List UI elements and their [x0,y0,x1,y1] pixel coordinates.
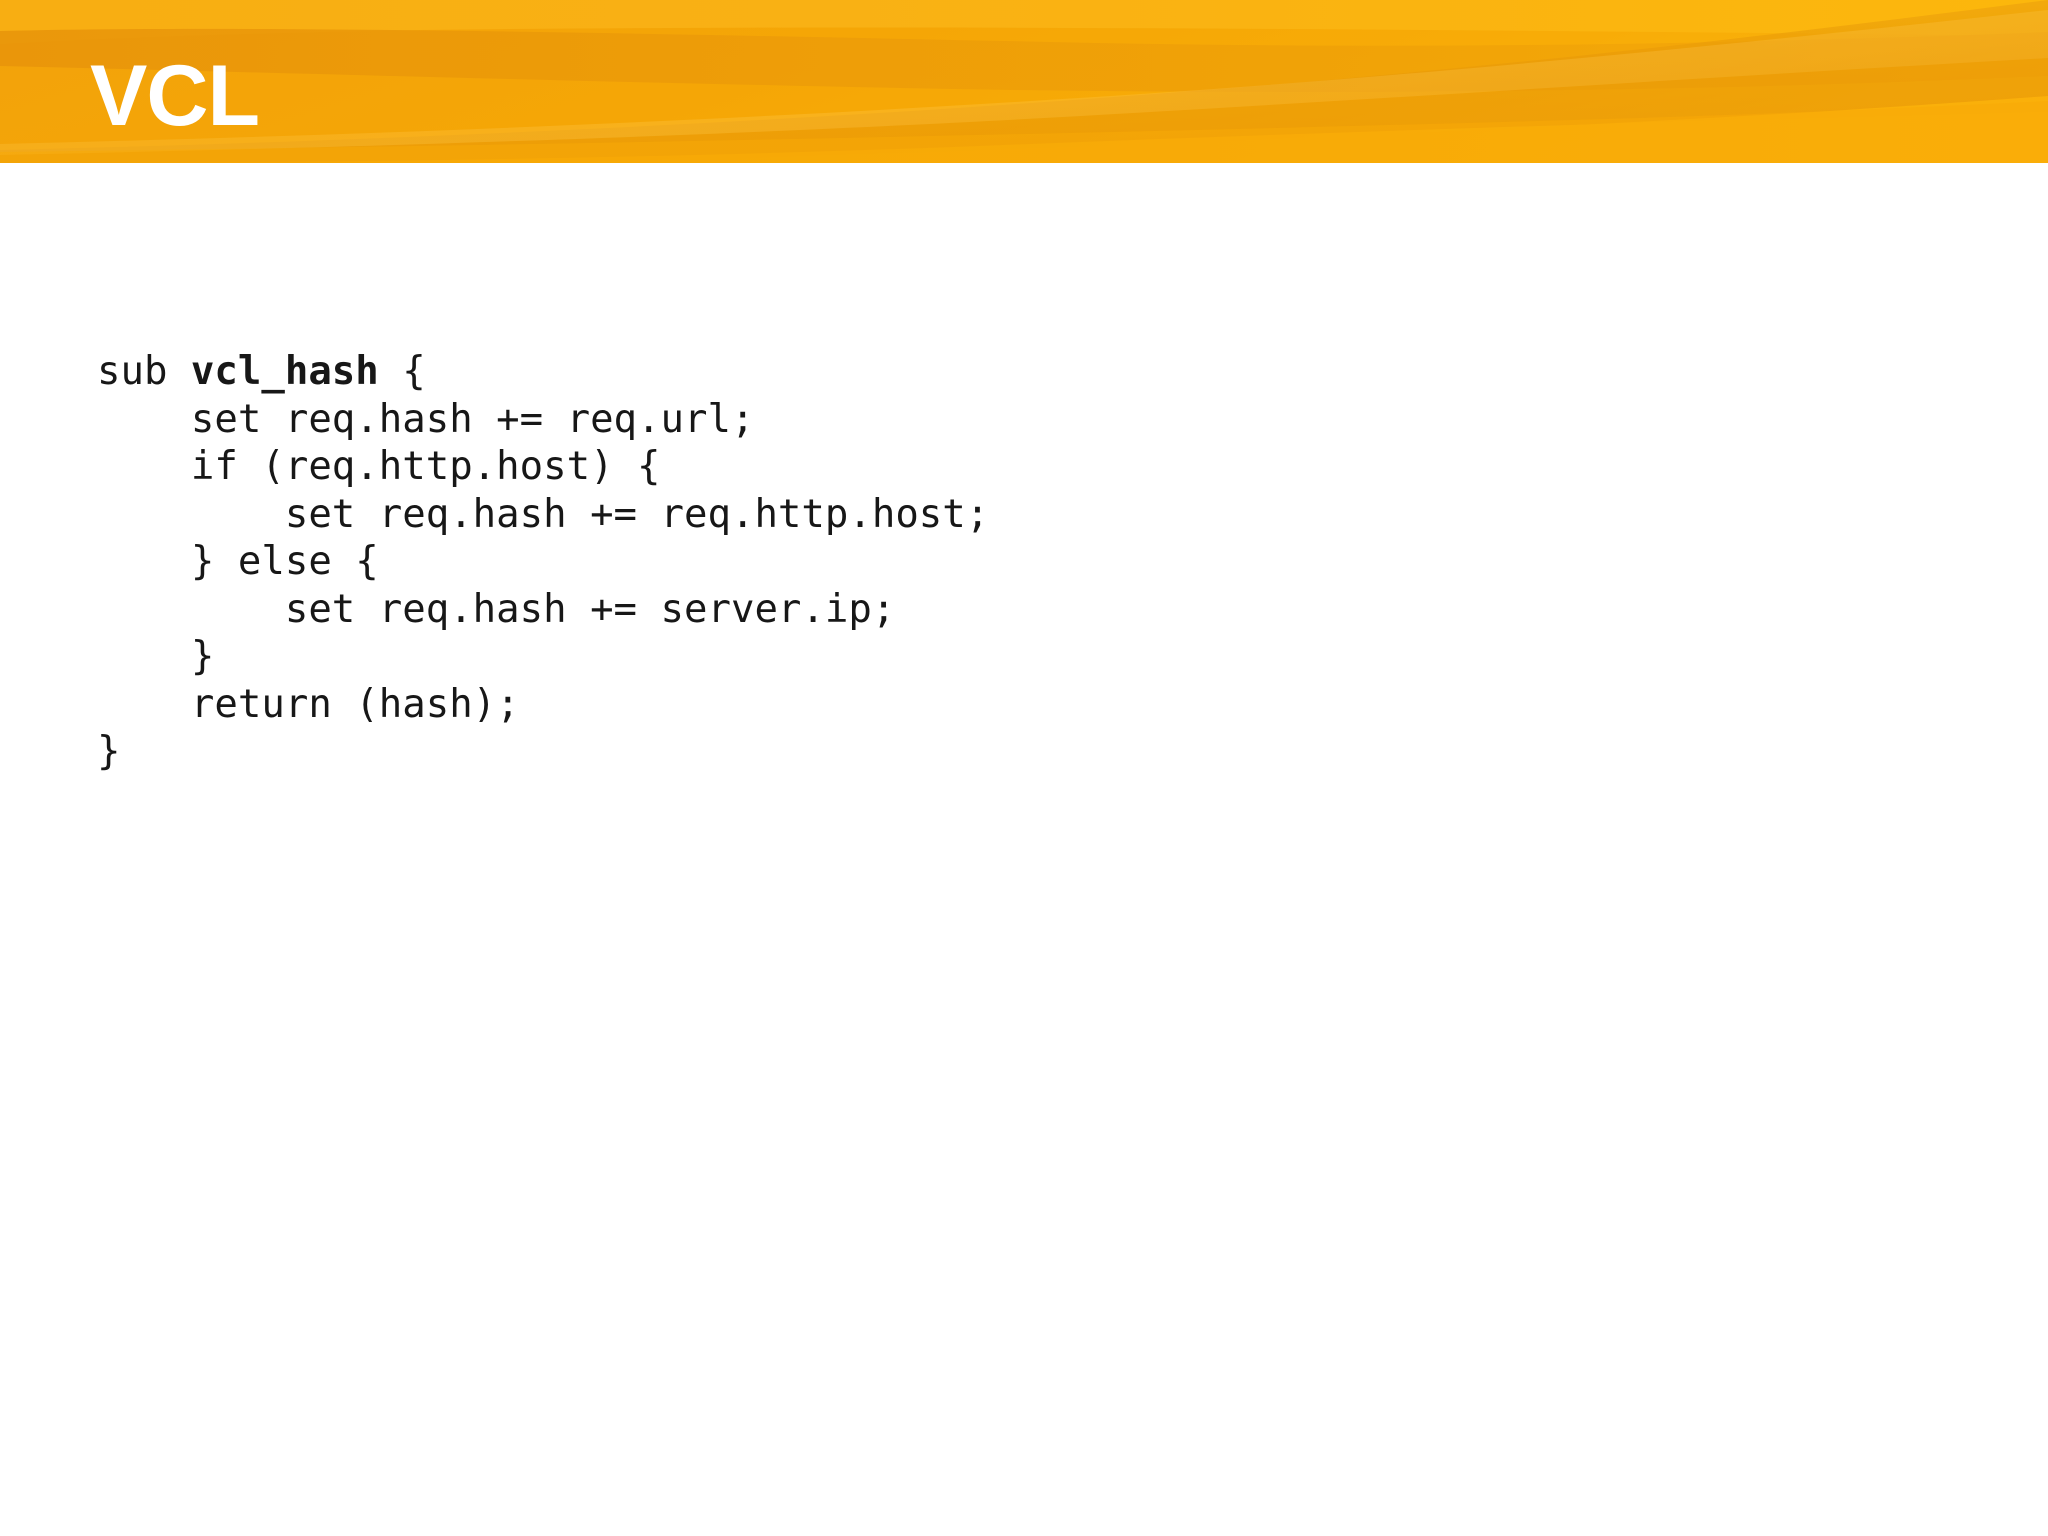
code-identifier-vcl-hash: vcl_hash [190,349,379,394]
code-line-text: } [97,729,121,774]
code-line: return (hash); [97,681,989,729]
code-line: set req.hash += req.url; [97,396,989,444]
code-line-text: set req.hash += req.http.host; [97,491,990,537]
code-line-text: } [97,634,215,679]
header-banner: VCL [0,0,2048,163]
code-line: sub vcl_hash { [97,348,989,396]
code-line-text: sub [97,349,191,394]
code-block: sub vcl_hash { set req.hash += req.url; … [97,348,989,776]
code-line-tail: { [378,349,426,394]
code-content: sub vcl_hash { set req.hash += req.url; … [97,348,989,776]
code-line: if (req.http.host) { [97,443,989,491]
header-swoosh-graphic [0,0,2048,163]
code-line-text: return (hash); [97,681,520,727]
code-line: } else { [97,538,989,586]
code-line-text: set req.hash += server.ip; [97,586,896,632]
code-line: set req.hash += server.ip; [97,586,989,634]
code-line: } [97,728,989,776]
code-line-text: set req.hash += req.url; [97,396,755,442]
code-line-text: } else { [97,539,379,584]
code-line-text: if (req.http.host) { [97,444,661,489]
code-line: } [97,633,989,681]
code-line: set req.hash += req.http.host; [97,491,989,539]
page-title: VCL [90,48,260,144]
